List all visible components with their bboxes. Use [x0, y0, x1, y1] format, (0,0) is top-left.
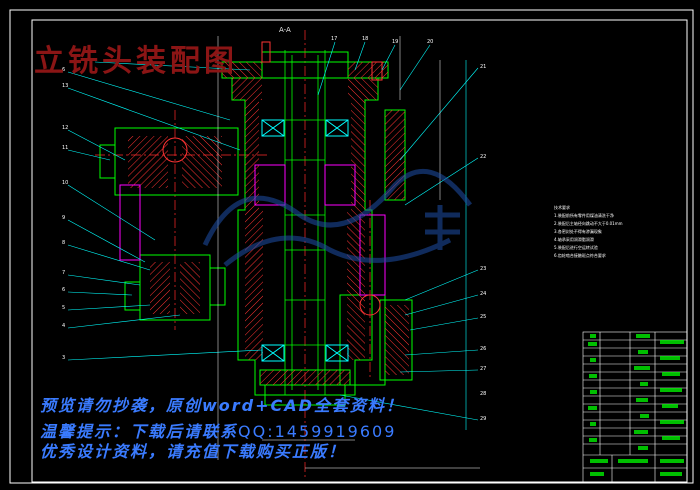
title-block-fill — [588, 334, 684, 476]
balloon: 24 — [480, 291, 486, 297]
section-hatching — [128, 62, 409, 385]
section-view-label: A-A — [279, 26, 291, 34]
balloon: 5 — [88, 56, 91, 62]
balloon: 6 — [62, 287, 65, 293]
balloon: 12 — [62, 125, 68, 131]
balloon: 10 — [62, 180, 68, 186]
balloon: 29 — [480, 416, 486, 422]
balloon: 19 — [392, 39, 398, 45]
outer-frame — [9, 9, 694, 484]
balloon: 3 — [62, 355, 65, 361]
balloon: 8 — [62, 240, 65, 246]
balloon: 20 — [427, 39, 433, 45]
watermark-line-2: 温馨提示：下载后请联系QQ:1459919609 — [40, 418, 396, 442]
inner-frame — [31, 19, 688, 483]
balloon: 11 — [62, 145, 68, 151]
balloon: 6 — [62, 67, 65, 73]
leader-lines — [67, 41, 479, 430]
watermark-line-1: 预览请勿抄袭，原创word+CAD全套资料！ — [40, 396, 404, 415]
balloon-labels: 6 13 5 12 11 10 9 8 7 6 5 4 3 17 18 19 2… — [62, 36, 486, 422]
balloon: 21 — [480, 64, 486, 70]
balloon: 27 — [480, 366, 486, 372]
note-line: 1.装配前所有零件用煤油清洗干净 — [554, 213, 614, 218]
balloon: 17 — [331, 36, 337, 42]
note-line: 6.齿轮啮合接触斑点符合要求 — [554, 253, 606, 258]
gears-and-bearings — [119, 41, 386, 362]
logo-watermark — [202, 168, 473, 267]
balloon: 4 — [62, 323, 65, 329]
notes-heading: 技术要求 — [554, 205, 570, 210]
technical-requirements: 技术要求 1.装配前所有零件用煤油清洗干净 2.装配后主轴径向跳动不大于0.01… — [554, 205, 674, 261]
note-line: 2.装配后主轴径向跳动不大于0.01mm — [554, 221, 623, 226]
watermark-prefix: 温馨提示：下载后请联系 — [40, 422, 239, 441]
balloon: 26 — [480, 346, 486, 352]
balloon: 5 — [62, 305, 65, 311]
balloon: 7 — [62, 270, 65, 276]
watermark-qq: QQ:1459919609 — [238, 422, 397, 441]
watermark-line-3: 优秀设计资料，请充值下载购买正版！ — [40, 442, 347, 461]
balloon: 22 — [480, 154, 486, 160]
drawing-title: 立铣头装配图 — [34, 44, 238, 79]
note-line: 3.各密封处不得有渗漏现象 — [554, 229, 602, 234]
balloon: 9 — [62, 215, 65, 221]
balloon: 18 — [362, 36, 368, 42]
note-line: 5.装配后进行空运转试验 — [554, 245, 598, 250]
balloon: 23 — [480, 266, 486, 272]
balloon: 28 — [480, 391, 486, 397]
balloon: 25 — [480, 314, 486, 320]
note-line: 4.轴承采用润滑脂润滑 — [554, 237, 594, 242]
balloon: 13 — [62, 83, 68, 89]
